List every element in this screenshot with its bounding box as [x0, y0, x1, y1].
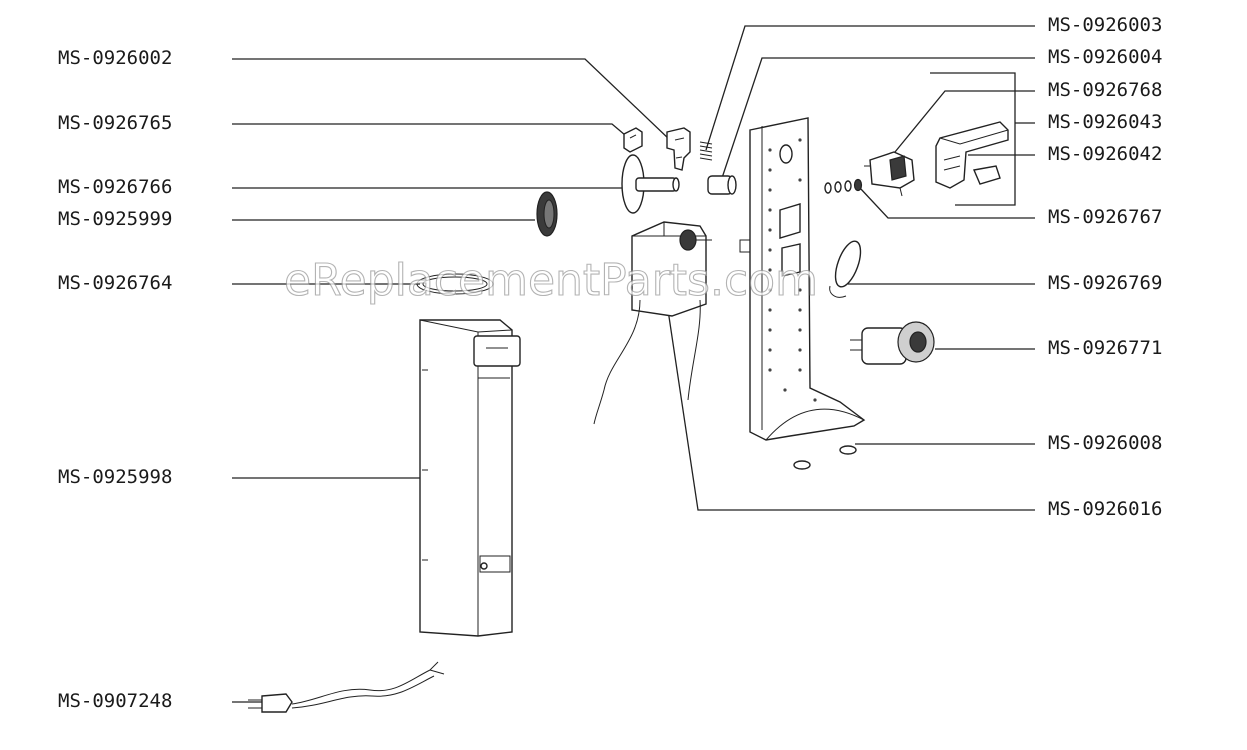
label-ms-0925998: MS-0925998 — [58, 466, 172, 488]
leader-ms-0926768 — [894, 90, 1035, 153]
label-ms-0907248: MS-0907248 — [58, 690, 172, 712]
back-panel-part — [749, 117, 866, 441]
label-ms-0926771: MS-0926771 — [1048, 337, 1162, 359]
watermark: eReplacementParts.com — [284, 255, 818, 306]
label-ms-0926766: MS-0926766 — [58, 176, 172, 198]
leader-ms-0926768-bracket — [930, 72, 1016, 206]
panel-holes — [768, 138, 817, 402]
gear-part — [536, 191, 558, 237]
part-labels-right: MS-0926003 MS-0926004 MS-0926768 MS-0926… — [1048, 14, 1162, 520]
pump-part — [850, 321, 935, 365]
label-ms-0926004: MS-0926004 — [1048, 46, 1162, 68]
leader-ms-0926002 — [232, 58, 671, 141]
valve-part — [864, 151, 915, 197]
bracket-part — [666, 127, 691, 171]
label-ms-0926016: MS-0926016 — [1048, 498, 1162, 520]
disc-part — [621, 154, 680, 214]
feet-part — [793, 445, 857, 470]
power-cord-part — [248, 661, 445, 713]
label-ms-0926765: MS-0926765 — [58, 112, 172, 134]
motor-housing-part — [593, 221, 753, 425]
parts — [248, 117, 1009, 713]
spout-part — [935, 121, 1009, 189]
part-labels-left: MS-0926002 MS-0926765 MS-0926766 MS-0925… — [58, 47, 172, 712]
label-ms-0926002: MS-0926002 — [58, 47, 172, 69]
cap-part — [829, 240, 862, 298]
spring-part — [699, 141, 713, 161]
clip-part — [623, 127, 643, 153]
leader-lines — [232, 25, 1035, 703]
leader-ms-0926767 — [859, 187, 1035, 219]
housing-column-part — [419, 319, 521, 637]
label-ms-0926043: MS-0926043 — [1048, 111, 1162, 133]
leader-ms-0926004 — [721, 57, 1035, 179]
label-ms-0926003: MS-0926003 — [1048, 14, 1162, 36]
rings-part — [824, 178, 863, 194]
sleeve-part — [707, 175, 737, 195]
label-ms-0926764: MS-0926764 — [58, 272, 172, 294]
leader-ms-0926003 — [705, 25, 1035, 151]
leader-ms-0926765 — [232, 123, 626, 136]
label-ms-0926008: MS-0926008 — [1048, 432, 1162, 454]
label-ms-0926767: MS-0926767 — [1048, 206, 1162, 228]
label-ms-0926768: MS-0926768 — [1048, 79, 1162, 101]
label-ms-0926769: MS-0926769 — [1048, 272, 1162, 294]
label-ms-0925999: MS-0925999 — [58, 208, 172, 230]
leader-ms-0926016 — [664, 289, 1035, 511]
gasket-part — [416, 273, 494, 295]
label-ms-0926042: MS-0926042 — [1048, 143, 1162, 165]
